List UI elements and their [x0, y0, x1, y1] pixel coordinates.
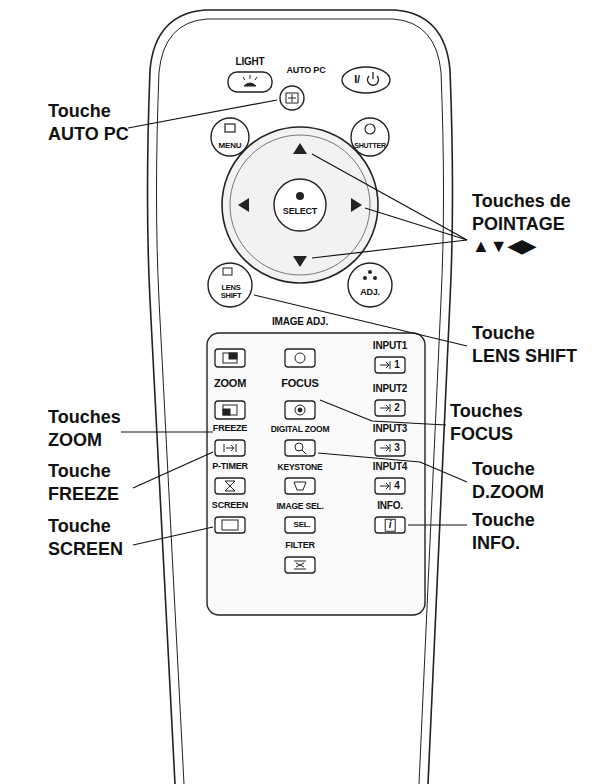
- callout-label: Touche D.ZOOM: [472, 458, 558, 503]
- button-label: ADJ.: [360, 288, 380, 297]
- leader-lines: [121, 100, 467, 545]
- button-label: FOCUS: [281, 378, 319, 390]
- button-panel: [207, 333, 425, 615]
- auto-pc-icon: [286, 93, 298, 103]
- button-label: FREEZE: [213, 424, 247, 433]
- pointer-arrows: [238, 143, 362, 267]
- pointer-ring: [222, 127, 378, 283]
- button-label: INPUT1: [373, 341, 407, 352]
- button-label: SEL.: [294, 521, 311, 529]
- button-label: KEYSTONE: [277, 463, 322, 472]
- button-label: 1: [394, 360, 399, 371]
- button-label: INPUT4: [373, 462, 407, 473]
- button-label: SHUTTER: [354, 142, 386, 149]
- callout-label: Touches FOCUS: [450, 400, 540, 445]
- remote-housing: [148, 10, 453, 784]
- callout-label: Touche LENS SHIFT: [472, 322, 584, 367]
- button-label: IMAGE ADJ.: [272, 317, 328, 328]
- button-label: LIGHT: [236, 57, 265, 68]
- button-label: DIGITAL ZOOM: [271, 425, 330, 434]
- button-label: i: [385, 519, 396, 532]
- button-label: ZOOM: [214, 378, 246, 390]
- light-icon: [243, 75, 257, 86]
- button-label: SELECT: [283, 207, 317, 216]
- button-label: 4: [394, 481, 399, 492]
- lens-shift-button: [208, 263, 252, 307]
- callout-label: Touche INFO.: [472, 509, 544, 554]
- callout-label: Touches de POINTAGE ▲▼◀▶: [472, 190, 590, 258]
- callout-label: Touche FREEZE: [48, 460, 132, 505]
- remote-inner-outline: [157, 19, 444, 784]
- adj-button: [348, 263, 392, 307]
- callout-label: Touche SCREEN: [48, 515, 134, 560]
- button-label: INFO.: [377, 501, 403, 512]
- button-label: FILTER: [285, 541, 315, 550]
- power-icon: [368, 72, 379, 85]
- button-icons: [222, 353, 390, 569]
- callout-label: Touche AUTO PC: [48, 100, 143, 145]
- button-label: I/: [354, 74, 360, 86]
- select-button: [274, 179, 326, 231]
- button-label: IMAGE SEL.: [276, 502, 323, 511]
- button-label: INPUT3: [373, 424, 407, 435]
- button-label: AUTO PC: [287, 66, 326, 75]
- button-label: 2: [394, 403, 399, 414]
- light-button: [228, 72, 272, 92]
- button-label: MENU: [219, 142, 242, 150]
- button-label: 3: [394, 443, 399, 454]
- auto-pc-button: [280, 86, 304, 110]
- button-label: INPUT2: [373, 384, 407, 395]
- power-button: [342, 67, 390, 93]
- callout-label: Touches ZOOM: [48, 406, 130, 451]
- button-label: LENS SHIFT: [214, 284, 248, 300]
- button-label: P-TIMER: [212, 462, 248, 471]
- button-label: SCREEN: [212, 501, 248, 510]
